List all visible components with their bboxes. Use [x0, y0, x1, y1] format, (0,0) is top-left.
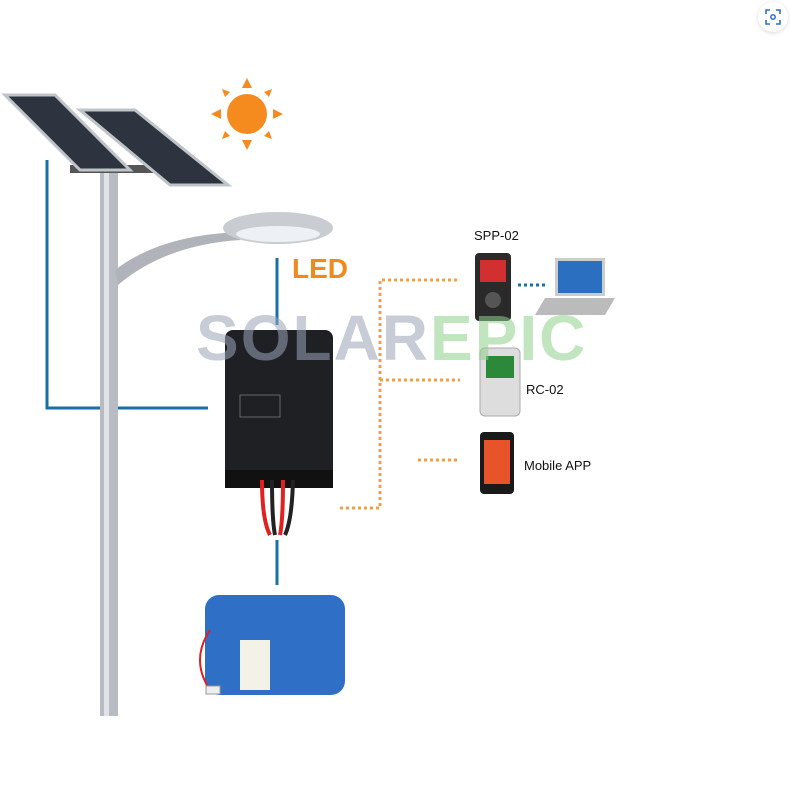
lens-icon — [765, 9, 781, 25]
battery-pack — [199, 595, 345, 695]
solar-panels — [1, 93, 233, 187]
wiring — [45, 160, 279, 585]
laptop — [535, 258, 615, 315]
rc-02-label: RC-02 — [526, 382, 564, 397]
watermark-part2: EPIC — [430, 302, 588, 374]
charge-controller — [225, 330, 333, 536]
watermark: SOLAREPIC — [196, 306, 587, 370]
led-lamp — [223, 212, 333, 244]
rc-02-remote — [479, 347, 521, 417]
wireless-links — [340, 278, 460, 510]
visual-search-button[interactable] — [758, 2, 788, 32]
spp-02-device — [475, 253, 511, 321]
led-label: LED — [292, 253, 348, 284]
mobile-app-label: Mobile APP — [524, 458, 592, 473]
watermark-part1: SOLAR — [196, 302, 430, 374]
mobile-phone — [480, 432, 514, 494]
sun-icon — [211, 78, 283, 150]
spp-02-label: SPP-02 — [474, 228, 519, 243]
